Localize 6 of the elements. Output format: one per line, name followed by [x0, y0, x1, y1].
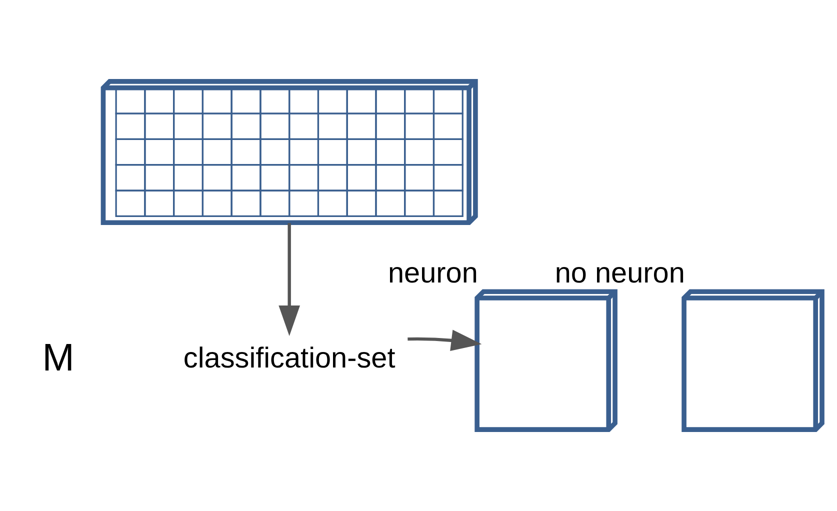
node-label: no neuron: [554, 258, 685, 290]
node-label: neuron: [388, 258, 478, 290]
node-text: classification-set: [183, 342, 396, 375]
arrow: [278, 223, 300, 336]
arrow: [408, 330, 482, 351]
label: M: [42, 336, 74, 380]
